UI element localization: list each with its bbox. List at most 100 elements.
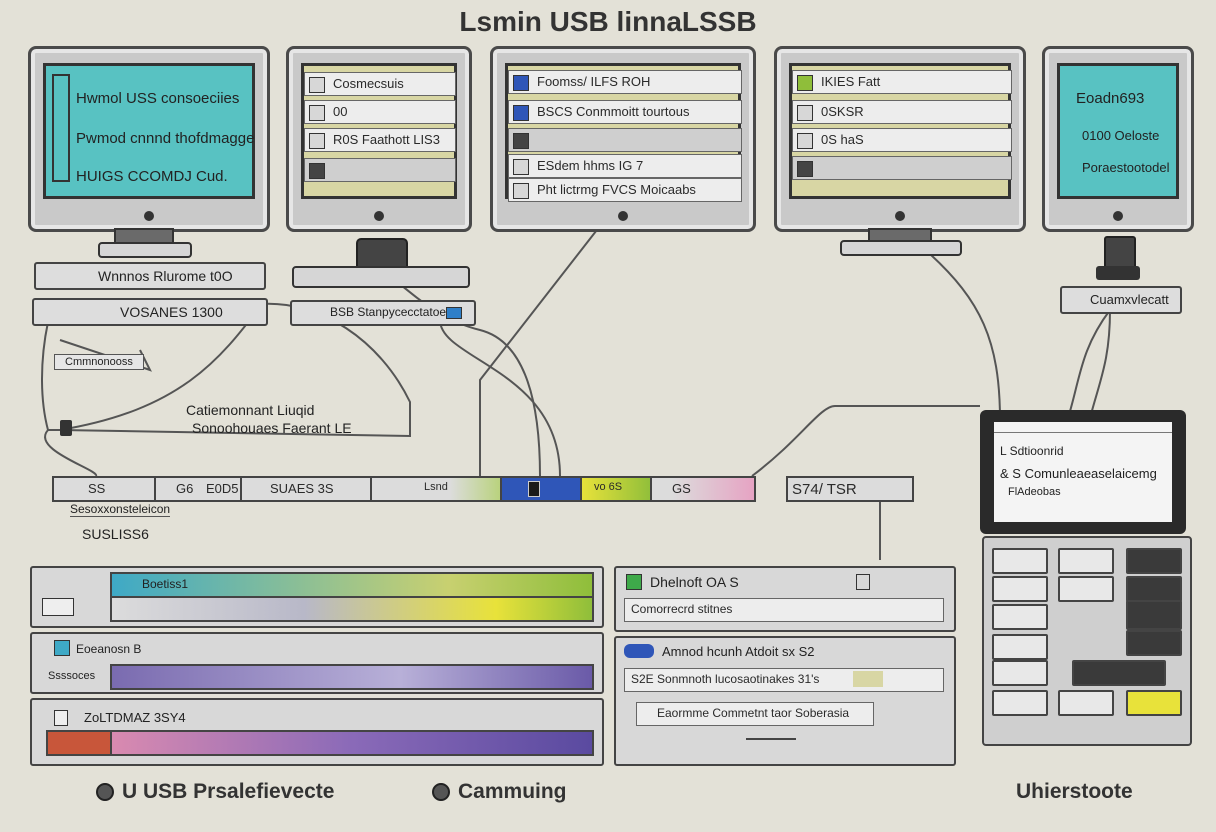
panel-row[interactable]: Comorrecrd stitnes — [624, 598, 944, 622]
left-box-2: VOSANES 1300 — [32, 298, 268, 326]
monitor-2-row[interactable]: 00 — [304, 100, 456, 124]
monitor-4-screen: IKIES Fatt 0SKSR 0S haS — [789, 63, 1012, 199]
right-box: Cuamxvlecatt — [1060, 286, 1182, 314]
blue-indicator-icon — [446, 307, 462, 319]
device-key[interactable] — [992, 690, 1048, 716]
tablet: L Sdtioonrid & S Comunleaeaselaicemg FlA… — [980, 410, 1186, 534]
power-button-icon[interactable] — [374, 211, 384, 221]
device-key[interactable] — [992, 604, 1048, 630]
tablet-line: L Sdtioonrid — [1000, 444, 1064, 458]
toggle-icon[interactable] — [853, 671, 883, 687]
device-key[interactable] — [992, 576, 1048, 602]
monitor-2-row[interactable]: R0S Faathott LIS3 — [304, 128, 456, 152]
panel-sublabel: Ssssoces — [48, 670, 96, 682]
file-icon — [797, 105, 813, 121]
monitor-3-row[interactable]: Foomss/ ILFS ROH — [508, 70, 742, 94]
usb-plug-icon — [528, 481, 540, 497]
panel-left-2: Eoeanosn B Ssssoces — [30, 632, 604, 694]
center-text-1: Catiemonnant Liuqid — [186, 402, 315, 418]
bus-segment[interactable]: GS — [650, 476, 756, 502]
monitor-5-screen: Eoadn693 0100 Oeloste Poraestootodel — [1057, 63, 1179, 199]
device-key[interactable] — [1058, 548, 1114, 574]
doc-icon — [856, 574, 870, 590]
file-icon — [309, 77, 325, 93]
bus-segment[interactable]: vo 6S — [580, 476, 654, 502]
bus-sublabel-1: Sesoxxonsteleicon — [70, 502, 171, 517]
bus-segment[interactable]: SUAES 3S — [240, 476, 374, 502]
device-key[interactable] — [1058, 690, 1114, 716]
connector-icon — [60, 420, 72, 436]
device-key[interactable] — [992, 634, 1048, 660]
power-button-icon[interactable] — [895, 211, 905, 221]
file-icon — [513, 183, 529, 199]
control-device — [982, 536, 1192, 746]
panel-label: Eoeanosn B — [76, 642, 142, 656]
monitor-3: Foomss/ ILFS ROH BSCS Conmmoitt tourtous… — [490, 46, 756, 232]
legend-item: U USB Prsalefievecte — [96, 780, 334, 804]
monitor-2-base — [292, 266, 470, 288]
panel-row[interactable]: S2E Sonmnoth lucosaotinakes 31's — [624, 668, 944, 692]
mid-box: BSB Stanpycecctatoe — [290, 300, 476, 326]
progress-bar: Boetiss1 — [110, 572, 594, 598]
monitor-3-row[interactable] — [508, 128, 742, 152]
progress-bar — [110, 596, 594, 622]
progress-bar — [110, 664, 594, 690]
monitor-2-screen: Cosmecsuis 00 R0S Faathott LIS3 — [301, 63, 457, 199]
device-key[interactable] — [1126, 600, 1182, 630]
panel-mid-1: Dhelnoft OA S Comorrecrd stitnes — [614, 566, 956, 632]
usb-stick-base — [1096, 266, 1140, 280]
monitor-2-row[interactable]: Cosmecsuis — [304, 72, 456, 96]
monitor-1-bracket — [52, 74, 70, 182]
bus-segment[interactable]: S74/ TSR — [786, 476, 914, 502]
panel-row[interactable]: Eaormme Commetnt taor Soberasia — [636, 702, 874, 726]
monitor-3-row[interactable]: Pht lictrmg FVCS Moicaabs — [508, 178, 742, 202]
device-key[interactable] — [1126, 690, 1182, 716]
device-key[interactable] — [992, 660, 1048, 686]
file-icon — [309, 133, 325, 149]
monitor-4-row[interactable]: 0S haS — [792, 128, 1012, 152]
bus-segment[interactable]: SS — [52, 476, 158, 502]
monitor-4-row[interactable] — [792, 156, 1012, 180]
device-key[interactable] — [1126, 548, 1182, 574]
legend-dot-icon — [432, 783, 450, 802]
slider-icon[interactable] — [746, 738, 796, 740]
file-icon — [309, 105, 325, 121]
monitor-1-screen: Hwmol USS consoeciies Pwmod cnnnd thofdm… — [43, 63, 255, 199]
power-button-icon[interactable] — [618, 211, 628, 221]
bus-segment[interactable] — [500, 476, 584, 502]
tablet-line: & S Comunleaeaselaicemg — [1000, 466, 1157, 481]
monitor-4-row[interactable]: IKIES Fatt — [792, 70, 1012, 94]
device-key[interactable] — [1126, 630, 1182, 656]
status-block — [46, 730, 112, 756]
panel-title: Amnod hcunh Atdoit sx S2 — [662, 644, 815, 659]
device-key[interactable] — [992, 548, 1048, 574]
panel-title: Dhelnoft OA S — [650, 574, 739, 590]
monitor-2-row[interactable] — [304, 158, 456, 182]
monitor-5-line: Poraestootodel — [1082, 160, 1170, 175]
left-box-1: Wnnnos Rlurome t0O — [34, 262, 266, 290]
tablet-toolbar — [994, 422, 1172, 433]
monitor-4-row[interactable]: 0SKSR — [792, 100, 1012, 124]
device-key[interactable] — [1072, 660, 1166, 686]
device-key[interactable] — [1126, 576, 1182, 602]
center-text-2: Sonoohouaes Faerant LE — [192, 420, 352, 436]
bus-sublabel-2: SUSLISS6 — [82, 526, 149, 542]
power-button-icon[interactable] — [144, 211, 154, 221]
window-icon — [513, 75, 529, 91]
bus-segment[interactable]: Lsnd — [370, 476, 504, 502]
file-icon — [513, 159, 529, 175]
monitor-3-row[interactable]: ESdem hhms IG 7 — [508, 154, 742, 178]
device-key[interactable] — [1058, 576, 1114, 602]
drive-icon — [309, 163, 325, 179]
monitor-1-base — [98, 242, 192, 258]
monitor-3-row[interactable]: BSCS Conmmoitt tourtous — [508, 100, 742, 124]
monitor-5-line: Eoadn693 — [1076, 90, 1145, 107]
legend-item: Uhierstoote — [1016, 780, 1133, 803]
legend-item: Cammuing — [432, 780, 567, 804]
slot-icon — [42, 598, 74, 616]
window-icon — [513, 105, 529, 121]
power-button-icon[interactable] — [1113, 211, 1123, 221]
panel-mid-2: Amnod hcunh Atdoit sx S2 S2E Sonmnoth lu… — [614, 636, 956, 766]
diagram-title: Lsmin USB linnaLSSB — [459, 6, 757, 37]
